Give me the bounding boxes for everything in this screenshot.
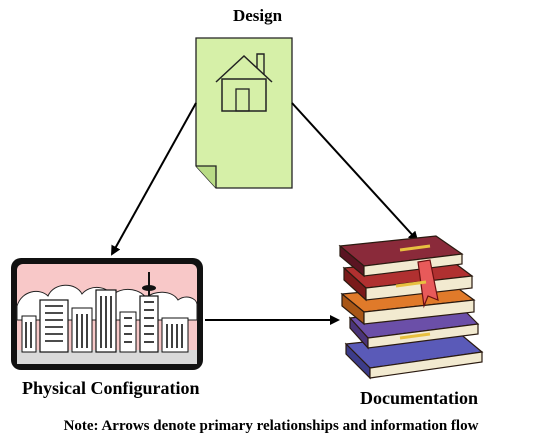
node-label-physical-configuration: Physical Configuration: [22, 378, 200, 398]
node-label-documentation: Documentation: [360, 388, 478, 408]
book-stack-icon: [338, 235, 484, 380]
diagram-note: Note: Arrows denote primary relationship…: [63, 418, 479, 434]
arrow-design-to-physical: [111, 102, 197, 256]
arrow-design-to-documentation: [291, 102, 419, 242]
house-document-icon: [195, 37, 293, 189]
city-skyline-icon: [11, 258, 203, 370]
node-label-design: Design: [232, 6, 283, 25]
